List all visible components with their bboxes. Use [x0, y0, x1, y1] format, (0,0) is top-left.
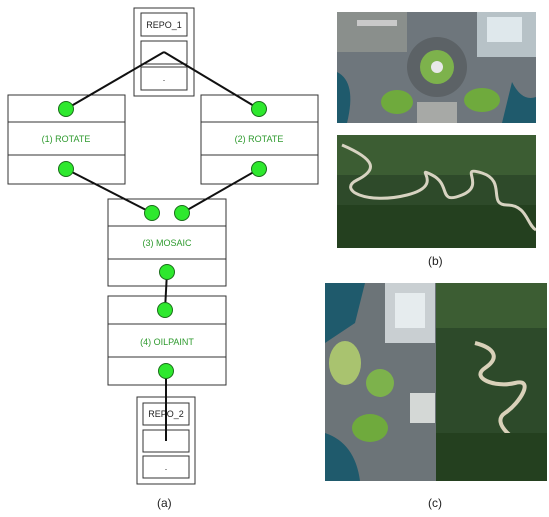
port-mosaic-in-2[interactable] — [174, 205, 190, 221]
port-mosaic-in-1[interactable] — [144, 205, 160, 221]
port-rotate2-out[interactable] — [251, 161, 267, 177]
node-mosaic-label: (3) MOSAIC — [142, 238, 192, 248]
port-rotate2-in[interactable] — [251, 101, 267, 117]
photo-winding-road — [337, 135, 536, 248]
repo-top-label-box — [140, 12, 188, 37]
repo-bottom-dot: . — [165, 462, 168, 472]
port-oilpaint-in[interactable] — [157, 302, 173, 318]
node-rotate-2-label: (2) ROTATE — [235, 134, 284, 144]
node-rotate-1-label: (1) ROTATE — [42, 134, 91, 144]
port-rotate1-in[interactable] — [58, 101, 74, 117]
caption-b: (b) — [428, 254, 443, 268]
node-oilpaint-label: (4) OILPAINT — [140, 337, 194, 347]
repo-top-label: REPO_1 — [146, 20, 182, 30]
connections — [65, 51, 260, 441]
port-oilpaint-out[interactable] — [158, 363, 174, 379]
repo-top-dot: . — [163, 73, 166, 83]
repo-bottom-extra-slot — [142, 455, 190, 479]
photo-roundabout-aerial — [337, 12, 536, 123]
photo-composite-output — [325, 283, 547, 481]
edge-rotate2-mosaic — [181, 168, 260, 214]
port-mosaic-out[interactable] — [159, 264, 175, 280]
caption-a: (a) — [157, 496, 172, 510]
repo-top: REPO_1 . — [133, 7, 195, 97]
port-rotate1-out[interactable] — [58, 161, 74, 177]
edge-rotate1-mosaic — [65, 168, 153, 214]
edge-repo1-rotate1 — [65, 51, 165, 110]
caption-c: (c) — [428, 496, 442, 510]
edge-repo1-rotate2 — [163, 51, 260, 110]
repo-top-extra-slot — [140, 66, 188, 91]
